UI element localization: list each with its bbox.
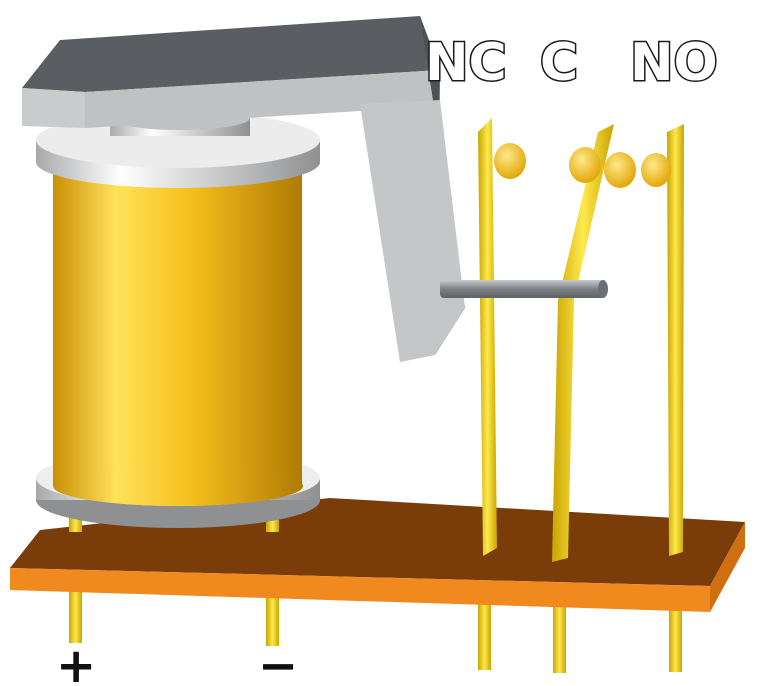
- spring-nc: [478, 118, 497, 556]
- pin-c-bottom: [553, 595, 566, 673]
- contact-no: [641, 153, 671, 187]
- label-no: NO: [630, 33, 718, 93]
- spring-c: [552, 124, 614, 562]
- contact-pins-bottom: [478, 592, 682, 673]
- armature-horizontal-front: [85, 70, 440, 128]
- armature-top-face: [22, 16, 440, 92]
- contact-nc: [494, 143, 526, 179]
- pin-nc-bottom: [478, 592, 491, 670]
- label-nc: NC: [425, 33, 507, 93]
- armature-vertical-front: [360, 100, 465, 362]
- armature: [22, 16, 465, 362]
- terminal-labels: NC C NO + −: [56, 32, 719, 686]
- contact-springs: [478, 118, 684, 562]
- contact-c-right: [604, 152, 636, 188]
- rod-end: [598, 280, 608, 298]
- label-c: C: [540, 33, 578, 93]
- label-minus: −: [258, 638, 298, 686]
- contact-points: [494, 143, 671, 188]
- board-front-edge: [10, 568, 710, 612]
- armature-front-face: [22, 88, 85, 128]
- rod-body: [440, 280, 605, 298]
- contact-c-left: [569, 147, 601, 183]
- pin-no-bottom: [669, 598, 682, 672]
- board-side-edge: [710, 522, 745, 612]
- spring-no: [667, 124, 684, 556]
- coil-winding: [53, 160, 302, 486]
- coil-bottom-curve: [53, 466, 303, 506]
- coil-assembly: [36, 106, 320, 528]
- label-plus: +: [56, 638, 96, 686]
- actuator-rod: [440, 280, 608, 298]
